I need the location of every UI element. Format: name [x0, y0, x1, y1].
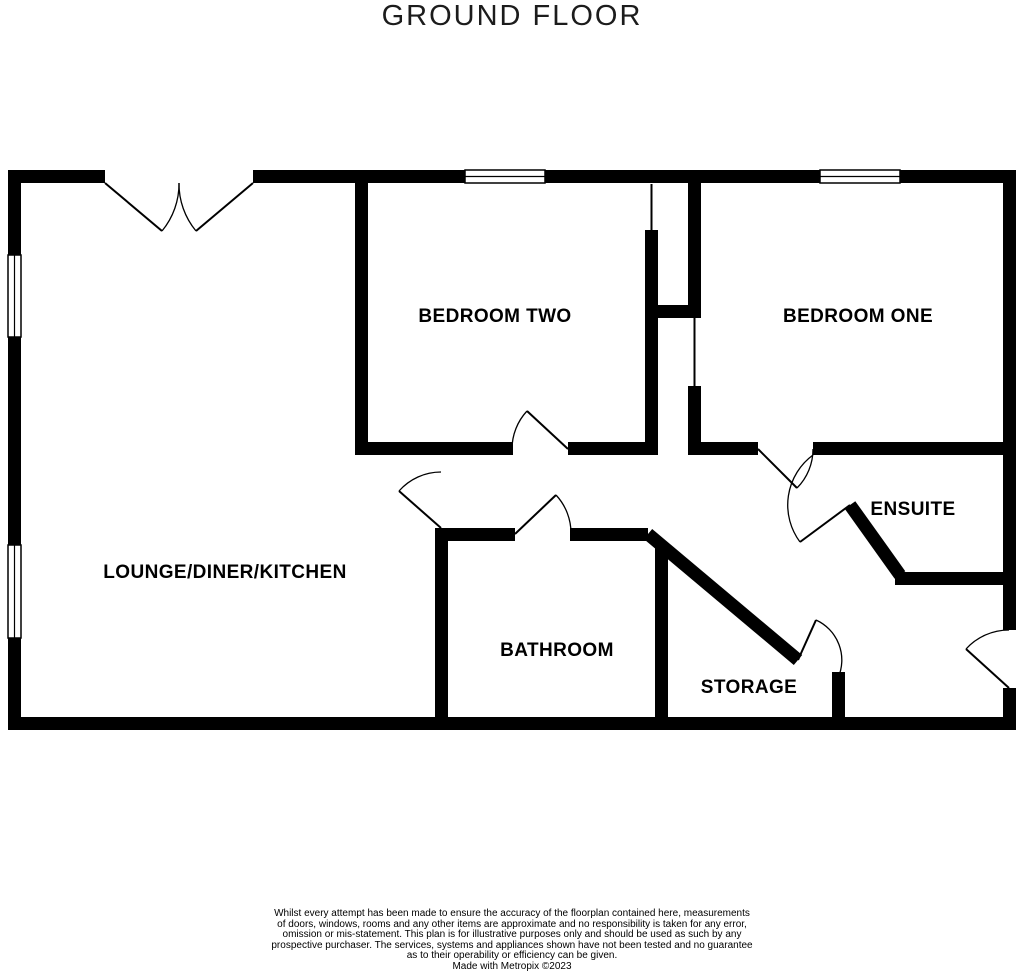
wall-bedroom-two-bottom-1 [355, 442, 513, 455]
wall-bedroom-two-bottom-2 [568, 442, 658, 455]
room-label-ensuite: ENSUITE [870, 499, 956, 520]
page-title: GROUND FLOOR [381, 0, 643, 32]
main-entrance-door [965, 629, 1010, 689]
disclaimer-line: prospective purchaser. The services, sys… [271, 939, 753, 951]
entrance-double-door [104, 182, 254, 232]
disclaimer-line: of doors, windows, rooms and any other i… [277, 918, 747, 930]
room-label-bathroom: BATHROOM [500, 640, 614, 661]
room-label-storage: STORAGE [700, 677, 798, 698]
wall-cupboard-jamb-2 [688, 386, 701, 402]
wall-top-1 [8, 170, 105, 183]
disclaimer-line: as to their operability or efficiency ca… [406, 950, 618, 961]
disclaimer: Whilst every attempt has been made to en… [122, 908, 902, 972]
wall-cupboard-divider [645, 305, 701, 318]
disclaimer-credit: Made with Metropix ©2023 [452, 960, 572, 972]
wall-bedroom-two-left [355, 170, 368, 455]
windows [7, 169, 901, 639]
hallway-door [398, 471, 442, 529]
wall-left-1 [8, 170, 21, 255]
wall-storage-right [832, 672, 845, 717]
disclaimer-line: omission or mis-statement. This plan is … [282, 929, 742, 940]
wall-left-2 [8, 337, 21, 545]
wall-left-3 [8, 638, 21, 730]
room-label-bedroom-two: BEDROOM TWO [418, 306, 572, 327]
wall-storage-diagonal [643, 529, 803, 665]
wall-bedroom-one-bottom-2 [813, 442, 1016, 455]
wall-bedroom-one-bottom-1 [700, 442, 758, 455]
window-bedroom-two [464, 169, 546, 184]
wall-cupboard-left [645, 246, 658, 455]
wall-ensuite-bottom [895, 572, 1016, 585]
wall-top-4 [900, 170, 1016, 183]
wall-ensuite-diagonal [844, 501, 906, 579]
window-bedroom-one [819, 169, 901, 184]
room-label-lounge-diner-kitchen: LOUNGE/DINER/KITCHEN [103, 562, 347, 583]
window-lounge-upper [7, 254, 22, 338]
storage-door [797, 619, 843, 679]
ensuite-door [787, 454, 851, 543]
wall-bathroom-left [435, 528, 448, 717]
doors [104, 182, 1010, 689]
room-label-bedroom-one: BEDROOM ONE [782, 306, 934, 327]
wall-cupboard-right-top [688, 170, 701, 318]
wall-cupboard-jamb-1 [645, 230, 658, 246]
disclaimer-line: Whilst every attempt has been made to en… [274, 908, 750, 919]
bedroom-one-door [757, 448, 814, 489]
wall-bathroom-top-2 [570, 528, 648, 541]
wall-top-3 [545, 170, 820, 183]
wall-bathroom-right [655, 545, 668, 717]
wall-cupboard-right-bottom [688, 402, 701, 455]
bedroom-two-door [511, 410, 569, 450]
wall-bathroom-top-1 [435, 528, 515, 541]
bathroom-door [514, 494, 572, 535]
wall-right-1 [1003, 170, 1016, 630]
wall-bottom [8, 717, 1016, 730]
window-lounge-lower [7, 544, 22, 639]
outer-walls [8, 170, 1016, 730]
interior-walls [355, 170, 1016, 717]
